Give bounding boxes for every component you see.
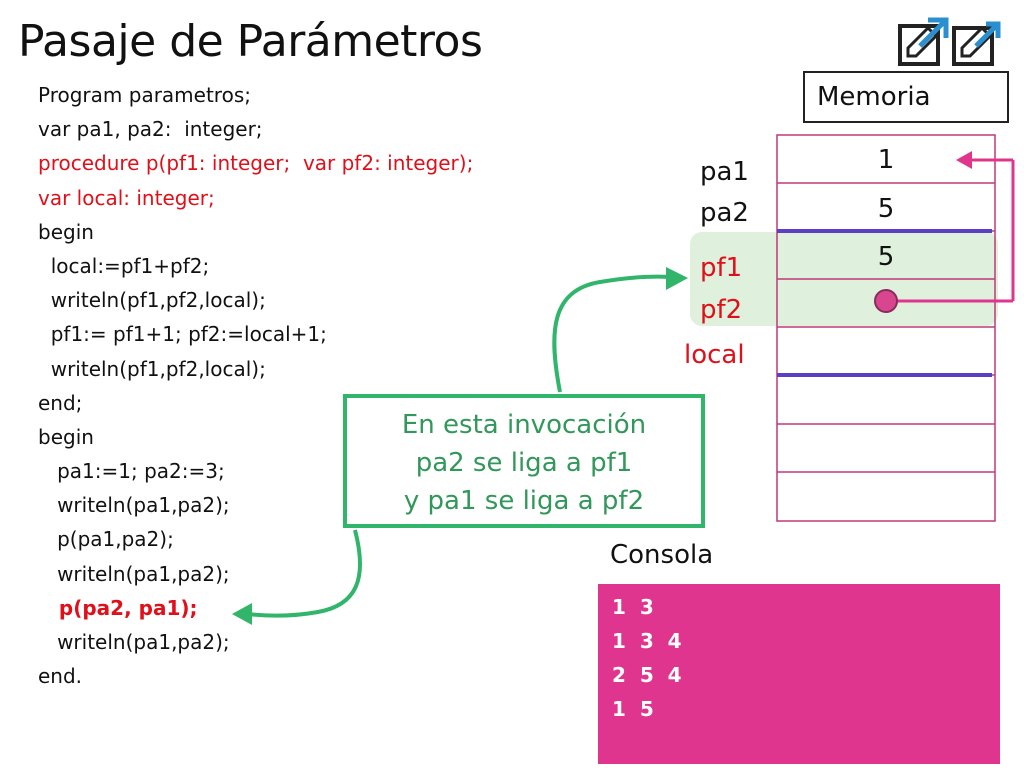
callout-box: En esta invocación pa2 se liga a pf1 y p… bbox=[343, 394, 705, 528]
console-output: 1 3 1 3 4 2 5 4 1 5 bbox=[598, 584, 1000, 764]
label-local: local bbox=[684, 340, 745, 370]
code-line: procedure p(pf1: integer; var pf2: integ… bbox=[38, 151, 474, 176]
memory-cell-1-value: 1 bbox=[877, 145, 895, 175]
pointer-arrow-pf2-to-pa1 bbox=[874, 151, 1015, 313]
console-line: 1 5 bbox=[612, 697, 654, 721]
console-line: 1 3 bbox=[612, 595, 654, 619]
console-label: Consola bbox=[610, 540, 714, 570]
code-line: local:=pf1+pf2; bbox=[38, 253, 210, 278]
code-line: p(pa2, pa1); bbox=[38, 595, 198, 620]
callout-line: y pa1 se liga a pf2 bbox=[403, 486, 645, 516]
memory-cell-5-value: 5 bbox=[877, 194, 895, 224]
memory-table bbox=[776, 134, 996, 522]
callout-line: En esta invocación bbox=[401, 410, 647, 440]
edit-back-icon[interactable] bbox=[898, 17, 949, 66]
code-line: end; bbox=[38, 390, 83, 415]
code-line: var local: integer; bbox=[38, 185, 215, 210]
memory-cell-5-pf1-value: 5 bbox=[877, 242, 895, 272]
code-line: pf1:= pf1+1; pf2:=local+1; bbox=[38, 322, 327, 347]
code-line: p(pa1,pa2); bbox=[38, 527, 174, 552]
label-pa1: pa1 bbox=[700, 157, 749, 187]
page-title: Pasaje de Parámetros bbox=[18, 16, 483, 67]
memory-label: Memoria bbox=[803, 71, 1009, 123]
arrow-callout-to-pf1 bbox=[552, 267, 688, 393]
slide-nav bbox=[898, 17, 1001, 66]
label-pf2: pf2 bbox=[700, 295, 743, 325]
code-line: var pa1, pa2: integer; bbox=[38, 117, 263, 142]
code-line: writeln(pf1,pf2,local); bbox=[38, 356, 266, 381]
code-line: end. bbox=[38, 664, 83, 689]
label-pf1: pf1 bbox=[700, 253, 743, 283]
code-line: writeln(pa1,pa2); bbox=[38, 630, 230, 654]
console-line: 1 3 4 bbox=[612, 629, 682, 653]
edit-forward-icon[interactable] bbox=[952, 21, 1001, 66]
code-line: writeln(pa1,pa2); bbox=[38, 493, 230, 518]
code-line: writeln(pf1,pf2,local); bbox=[38, 288, 266, 313]
code-line: writeln(pa1,pa2); bbox=[38, 561, 230, 586]
code-line: Program parametros; bbox=[38, 83, 251, 107]
callout-line: pa2 se liga a pf1 bbox=[415, 448, 633, 478]
memory-rows bbox=[777, 182, 995, 473]
code-line: begin bbox=[38, 424, 94, 449]
code-line: begin bbox=[38, 219, 94, 244]
code-line: pa1:=1; pa2:=3; bbox=[38, 459, 225, 484]
console-line: 2 5 4 bbox=[612, 663, 682, 687]
label-pa2: pa2 bbox=[700, 198, 749, 228]
code-listing: Program parametros; var pa1, pa2: integer… bbox=[38, 80, 473, 695]
